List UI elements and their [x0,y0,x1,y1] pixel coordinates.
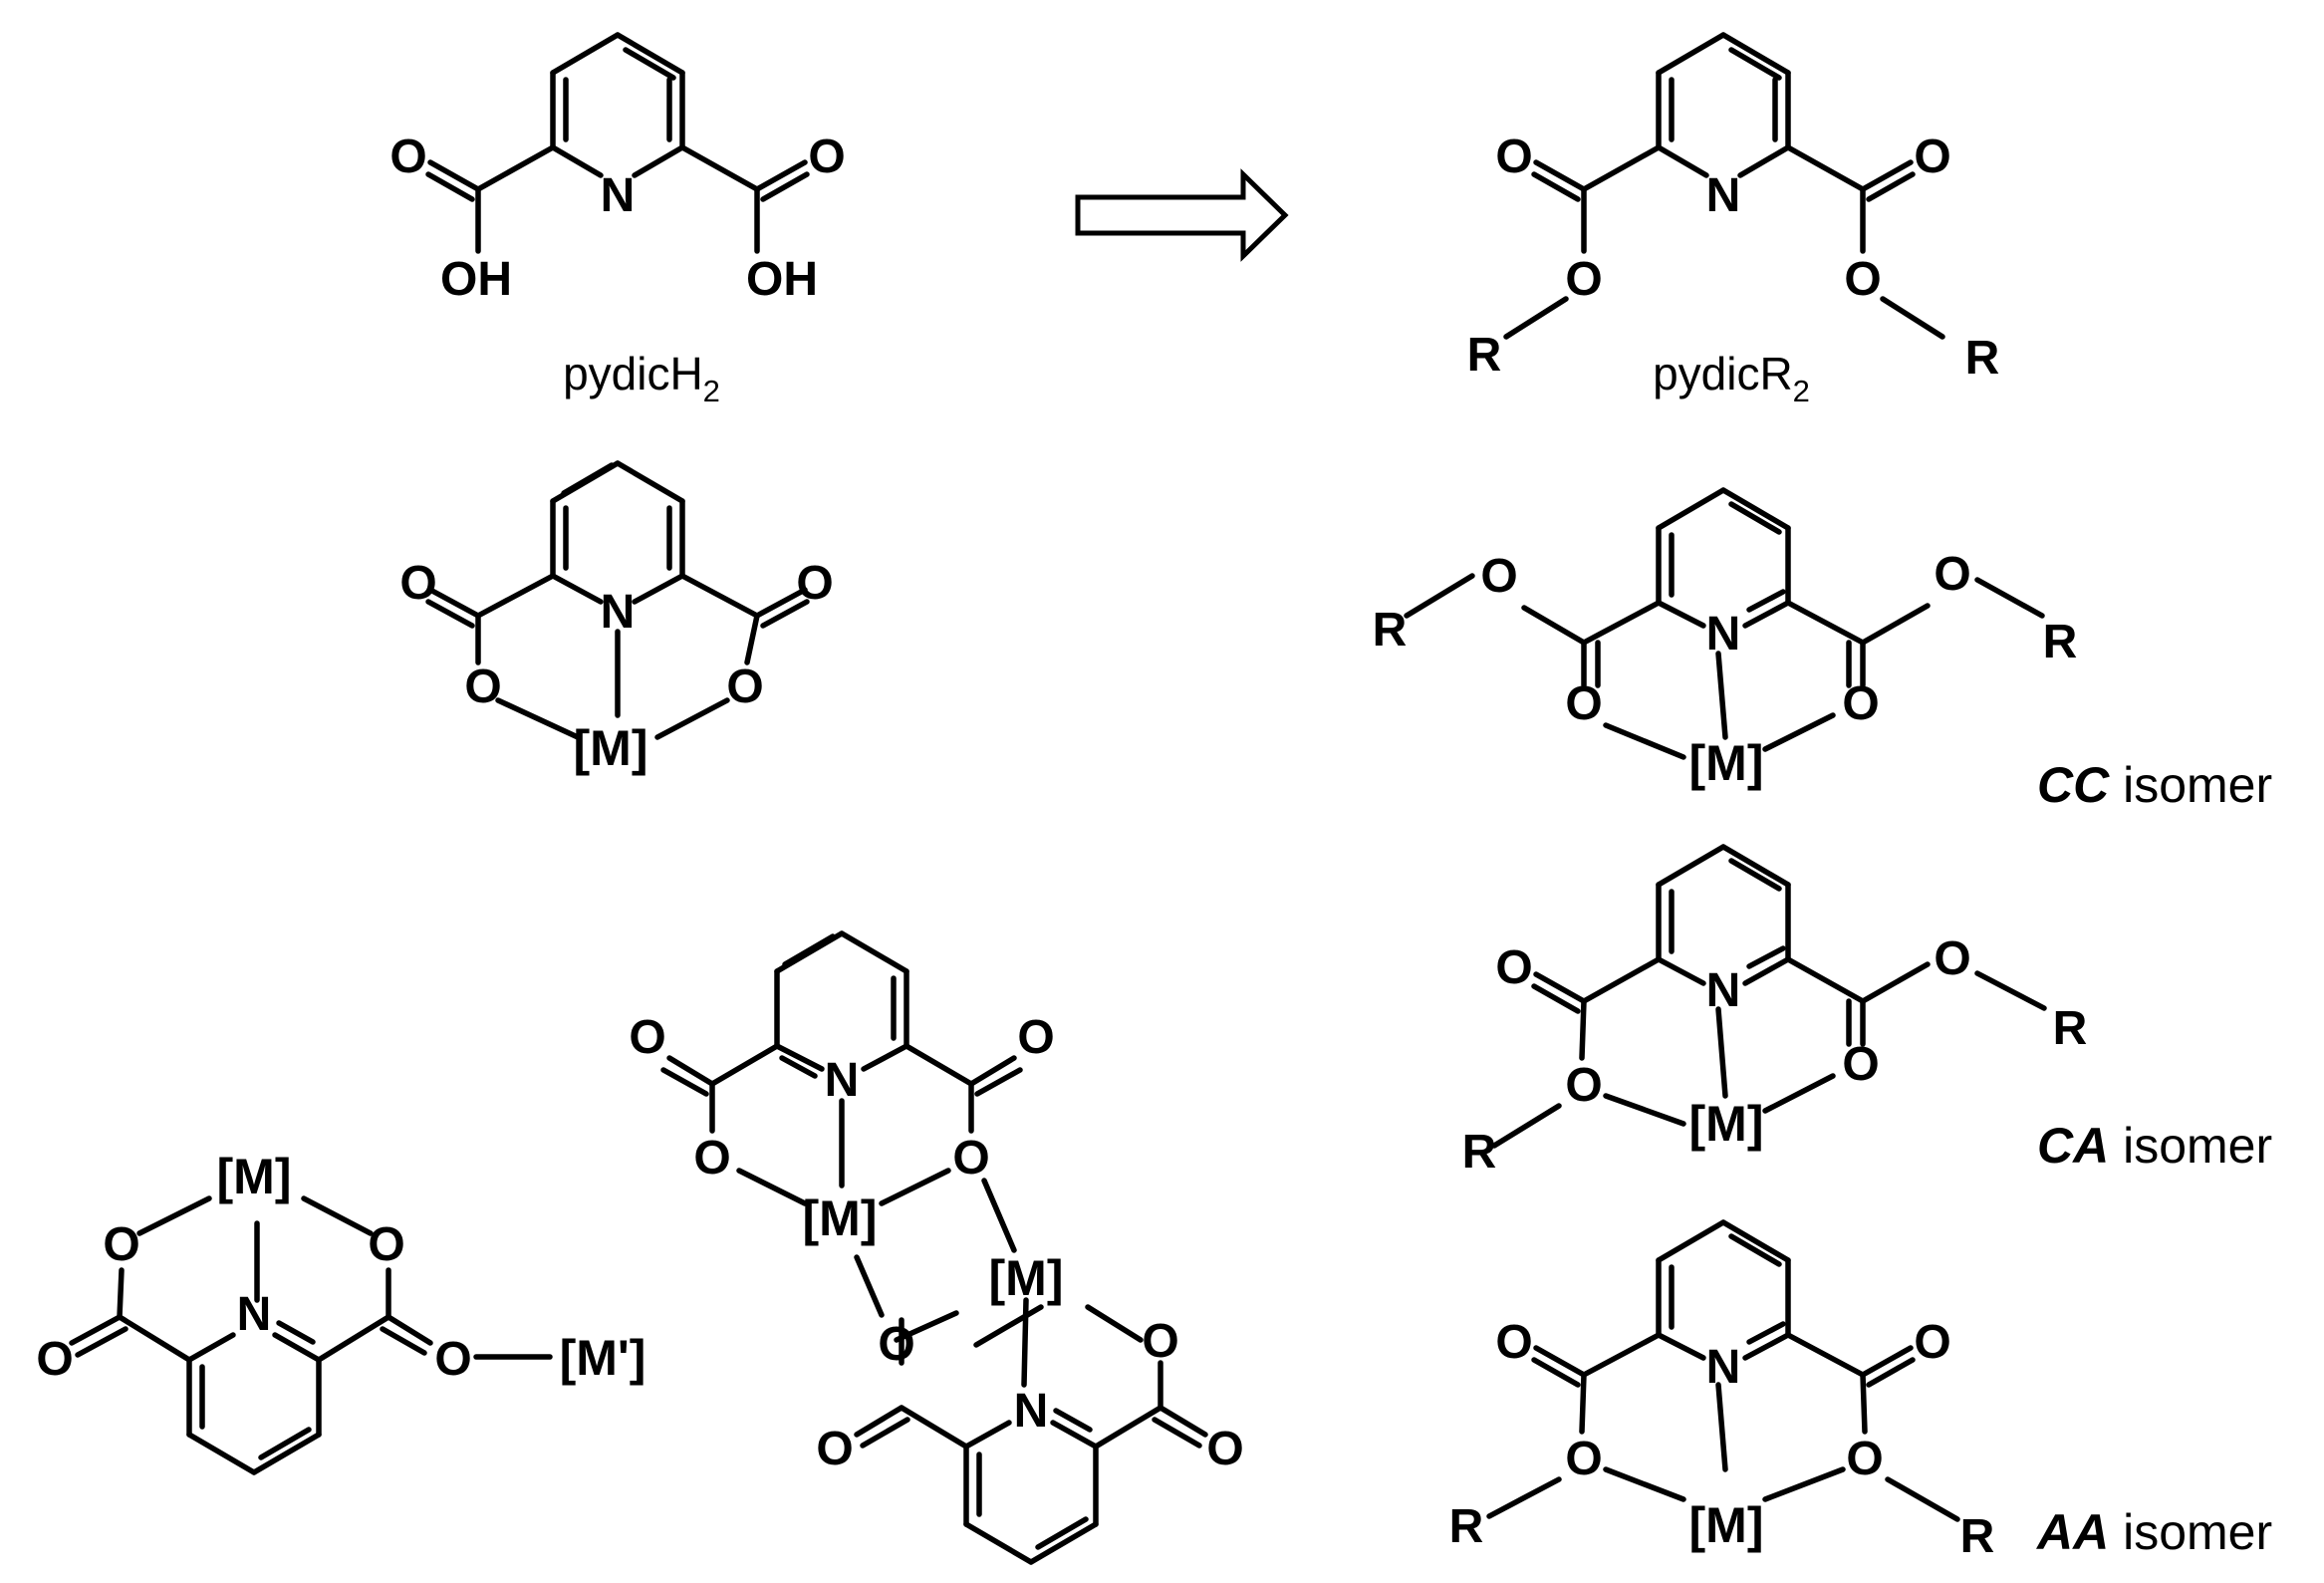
caption-base: pydicR [1653,348,1793,399]
metal-prime-label: [M'] [560,1330,646,1386]
structure-ca-isomer: N O O R O R O [M] CA isomer [1462,844,2272,1179]
coordinating-oxygen-label: O [1846,1433,1883,1485]
structure-tridentate-chelate: N O O O O [M] [399,460,834,776]
structure-bridging-mprime: N O O O O [M] [M'] [36,1149,646,1475]
pydicr2-caption: pydicR2 [1653,348,1810,408]
structure-dimer: N O O O O [M] [M] O O N O O [629,930,1244,1565]
ca-isomer-label: CA isomer [2037,1118,2272,1174]
carbonyl-oxygen-label: O [1842,1038,1879,1091]
nitrogen-label: N [1706,1341,1741,1394]
structure-pydich2: N O O OH OH pydicH2 [389,32,846,408]
hydroxyl-label: OH [440,253,512,306]
hydroxyl-label: OH [746,253,818,306]
carbonyl-oxygen-label: O [1495,131,1532,183]
ester-oxygen-label: O [1844,253,1881,306]
nitrogen-label: N [237,1288,272,1341]
r-group-label: R [1467,329,1502,382]
metal-center-label: [M] [217,1149,292,1204]
carbonyl-oxygen-label: O [399,557,436,610]
carbonyl-oxygen-label: O [1495,1316,1532,1369]
nitrogen-label: N [1014,1385,1049,1438]
structure-aa-isomer: N O O O O R R [M] AA isomer [1449,1219,2272,1563]
coordinating-oxygen-label: O [464,660,501,713]
carbonyl-oxygen-label: O [629,1011,665,1064]
carbonyl-oxygen-label: O [1914,1316,1950,1369]
nitrogen-label: N [825,1054,860,1107]
r-group-label: R [1449,1500,1484,1553]
metal-center-label: [M] [574,720,648,776]
metal-center-label: [M] [803,1190,878,1246]
carbonyl-oxygen-label: O [1914,131,1950,183]
isomer-prefix: CC [2037,757,2110,813]
pydich2-caption: pydicH2 [563,348,720,408]
carbonyl-oxygen-label: O [389,131,426,183]
structure-pydicr2: N O O O O R R pydicR2 [1467,32,2000,408]
nitrogen-label: N [1706,169,1741,222]
isomer-suffix: isomer [2109,1118,2272,1174]
coordinating-oxygen-label: O [368,1218,404,1271]
coordinating-oxygen-label: O [1565,1433,1602,1485]
coordinating-oxygen-label: O [1142,1315,1178,1368]
coordinating-oxygen-label: O [693,1132,730,1185]
carbonyl-oxygen-label: O [1017,1011,1054,1064]
caption-base: pydicH [563,348,703,399]
metal-center-label: [M] [1689,1497,1764,1553]
metal-center-label: [M] [1689,1096,1764,1152]
ester-oxygen-label: O [1565,253,1602,306]
ester-oxygen-label: O [1480,550,1517,603]
r-group-label: R [1965,332,2000,385]
r-group-label: R [1373,604,1408,657]
ester-oxygen-label: O [1934,932,1970,985]
nitrogen-label: N [601,169,636,222]
caption-subscript: 2 [1793,374,1810,408]
reaction-arrow [1075,168,1289,262]
nitrogen-label: N [1706,964,1741,1017]
carbonyl-oxygen-label: O [808,131,845,183]
carbonyl-oxygen-label: O [1206,1423,1243,1475]
coordinating-oxygen-label: O [1565,1059,1602,1112]
nitrogen-label: N [601,586,636,639]
carbonyl-oxygen-label: O [816,1423,853,1475]
metal-center-label: [M] [1689,735,1764,791]
bridging-oxygen-label: O [878,1318,914,1371]
coordinating-oxygen-label: O [726,660,763,713]
isomer-prefix: AA [2035,1504,2109,1560]
coordinating-oxygen-label: O [103,1218,139,1271]
caption-subscript: 2 [703,374,720,408]
bridging-oxygen-label: O [952,1132,989,1185]
carbonyl-oxygen-label: O [1565,677,1602,730]
nitrogen-label: N [1706,608,1741,660]
isomer-suffix: isomer [2109,1504,2272,1560]
carbonyl-oxygen-label: O [796,557,833,610]
carbonyl-oxygen-label: O [1495,941,1532,994]
r-group-label: R [2053,1002,2088,1055]
isomer-suffix: isomer [2109,757,2272,813]
aa-isomer-label: AA isomer [2035,1504,2272,1560]
r-group-label: R [1960,1510,1995,1563]
isomer-prefix: CA [2037,1118,2109,1174]
cc-isomer-label: CC isomer [2037,757,2272,813]
ester-oxygen-label: O [1934,548,1970,601]
r-group-label: R [2043,616,2078,668]
carbonyl-oxygen-label: O [36,1333,73,1386]
r-group-label: R [1462,1126,1497,1179]
structure-cc-isomer: N O O R R O O [M] CC isomer [1373,487,2272,813]
metal-center-label: [M] [989,1250,1064,1306]
bridging-oxygen-label: O [434,1333,471,1386]
carbonyl-oxygen-label: O [1842,677,1879,730]
